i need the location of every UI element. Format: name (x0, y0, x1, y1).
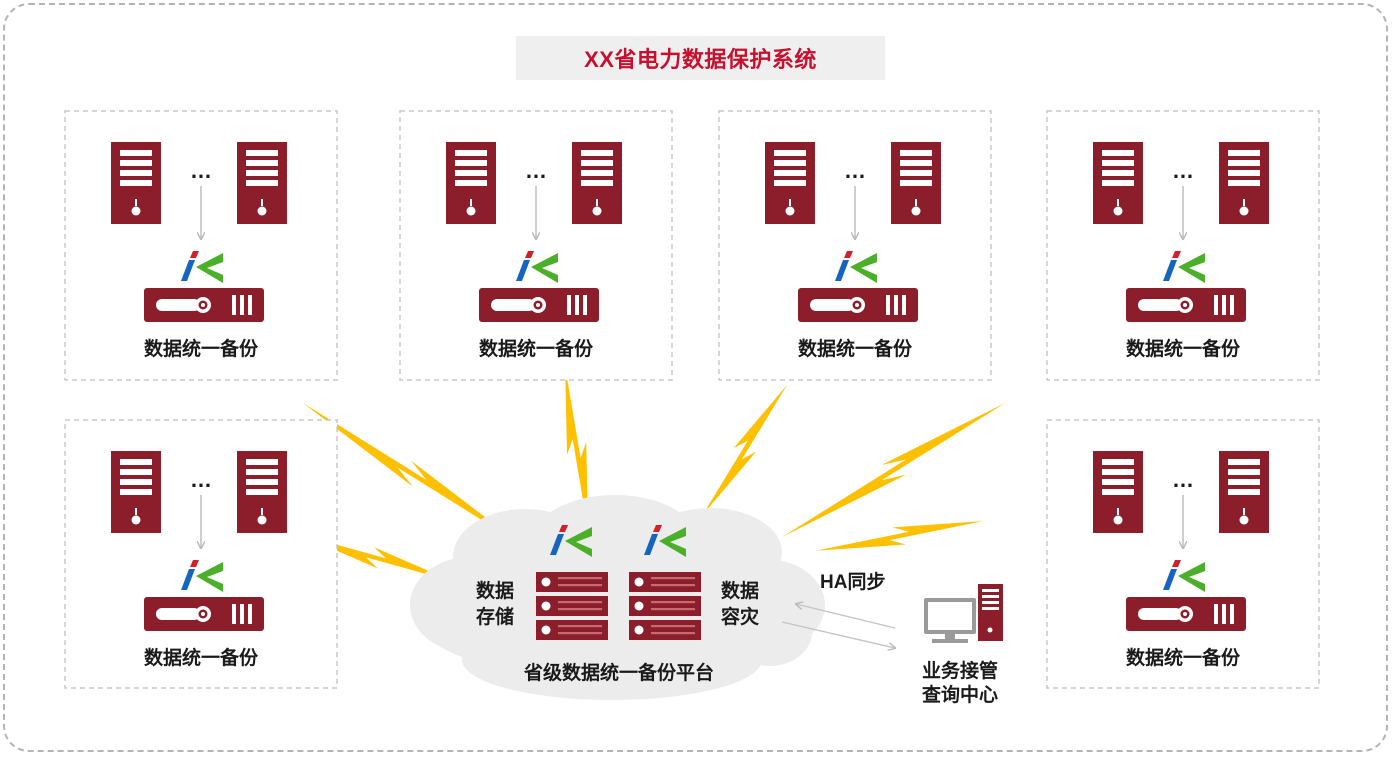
branch-node: … 数据统一备份 (64, 110, 338, 381)
sync-arrow-in (796, 604, 896, 629)
branch-label: 数据统一备份 (479, 337, 594, 360)
server-icon (1093, 142, 1143, 224)
ellipsis: … (844, 158, 866, 183)
outer-frame (3, 3, 1388, 752)
server-icon (891, 142, 941, 224)
ellipsis: … (1172, 467, 1194, 492)
takeover-label-line2: 查询中心 (921, 683, 998, 706)
platform-label: 省级数据统一备份平台 (523, 661, 714, 684)
server-icon (446, 142, 496, 224)
backup-appliance-icon (798, 288, 918, 322)
server-icon (237, 451, 287, 533)
ellipsis: … (1172, 158, 1194, 183)
branch-label: 数据统一备份 (144, 646, 259, 669)
branch-node: … 数据统一备份 (399, 110, 673, 381)
backup-appliance-icon (1126, 597, 1246, 631)
provincial-platform: 数据 存储 数据 容灾 省级数据统一备份平台 (410, 495, 825, 700)
page-title: XX省电力数据保护系统 (584, 47, 817, 72)
branch-node: … 数据统一备份 (1046, 110, 1320, 381)
server-icon (111, 451, 161, 533)
branch-node: … 数据统一备份 (718, 110, 992, 381)
sync-arrow-out (781, 621, 895, 648)
title-bar: XX省电力数据保护系统 (516, 36, 885, 80)
ellipsis: … (525, 158, 547, 183)
dr-rack-icon (629, 572, 701, 640)
branch-node: … 数据统一备份 (64, 419, 338, 689)
branch-box-border (64, 419, 338, 689)
branch-box-border (64, 110, 338, 381)
server-icon (572, 142, 622, 224)
branch-box-border (1046, 110, 1320, 381)
server-icon (237, 142, 287, 224)
server-icon (1219, 451, 1269, 533)
server-icon (1219, 142, 1269, 224)
lightning-bolt-4 (777, 393, 1011, 546)
branch-node: … 数据统一备份 (1046, 419, 1320, 689)
ellipsis: … (190, 158, 212, 183)
backup-appliance-icon (144, 288, 264, 322)
takeover-label-line1: 业务接管 (922, 659, 998, 682)
branch-label: 数据统一备份 (1126, 337, 1241, 360)
ellipsis: … (190, 467, 212, 492)
ha-sync-label: HA同步 (820, 571, 885, 593)
branch-label: 数据统一备份 (798, 337, 913, 360)
backup-appliance-icon (1126, 288, 1246, 322)
workstation-icon (924, 584, 1003, 643)
takeover-center: 业务接管 查询中心 (921, 584, 1003, 706)
branch-box-border (718, 110, 992, 381)
server-icon (111, 142, 161, 224)
cloud-shape (410, 495, 825, 700)
server-icon (765, 142, 815, 224)
dr-label-line1: 数据 (721, 579, 759, 602)
lightning-bolt-3 (693, 379, 796, 521)
server-icon (1093, 451, 1143, 533)
branch-label: 数据统一备份 (144, 337, 259, 360)
storage-rack-icon (536, 572, 608, 640)
lightning-bolt-6 (813, 511, 985, 561)
branch-label: 数据统一备份 (1126, 646, 1241, 669)
branch-box-border (1046, 419, 1320, 689)
branch-box-border (399, 110, 673, 381)
storage-label-line2: 存储 (476, 605, 514, 628)
storage-label-line1: 数据 (476, 579, 514, 602)
backup-appliance-icon (479, 288, 599, 322)
backup-appliance-icon (144, 597, 264, 631)
dr-label-line2: 容灾 (721, 605, 759, 628)
